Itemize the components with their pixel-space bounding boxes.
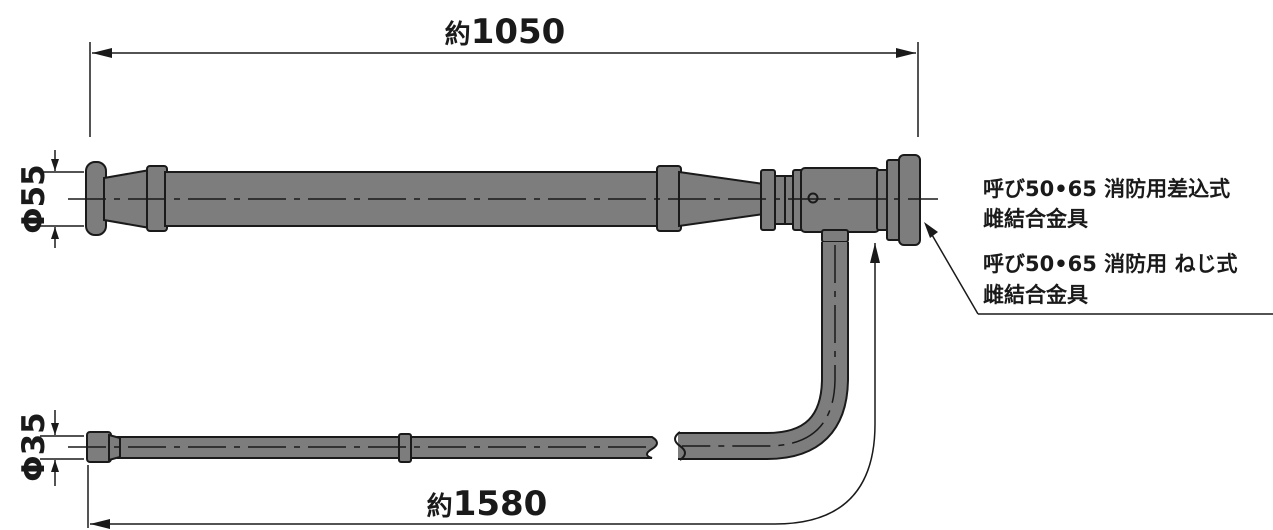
dimension-1050: 約1050 <box>89 12 919 137</box>
dimension-1580-value: 1580 <box>453 484 548 524</box>
callout-screw-coupling: 呼び50•65 消防用 ねじ式 雌結合金具 <box>983 252 1238 307</box>
dimension-1050-prefix: 約 <box>445 19 471 50</box>
callout-insert-coupling-line2: 雌結合金具 <box>983 207 1088 231</box>
callout-insert-coupling-line1: 呼び50•65 消防用差込式 <box>983 177 1230 201</box>
callout-screw-coupling-line2: 雌結合金具 <box>983 283 1088 307</box>
nozzle-body <box>68 154 938 246</box>
dimension-diameter-55: Φ55 <box>16 150 84 248</box>
dimension-diameter-35: Φ35 <box>16 410 84 486</box>
dimension-1050-value: 1050 <box>471 12 566 52</box>
callout-insert-coupling: 呼び50•65 消防用差込式 雌結合金具 <box>983 177 1230 231</box>
callout-leader <box>924 222 1273 315</box>
dimension-diameter-35-label: Φ35 <box>16 412 52 482</box>
svg-text:約1050: 約1050 <box>445 12 566 52</box>
hose <box>68 242 849 463</box>
callout-screw-coupling-line1: 呼び50•65 消防用 ねじ式 <box>983 252 1238 276</box>
dimension-diameter-55-label: Φ55 <box>16 164 52 234</box>
dimension-1580: 約1580 <box>87 243 880 529</box>
dimension-1580-prefix: 約 <box>427 491 453 522</box>
svg-text:約1580: 約1580 <box>427 484 548 524</box>
